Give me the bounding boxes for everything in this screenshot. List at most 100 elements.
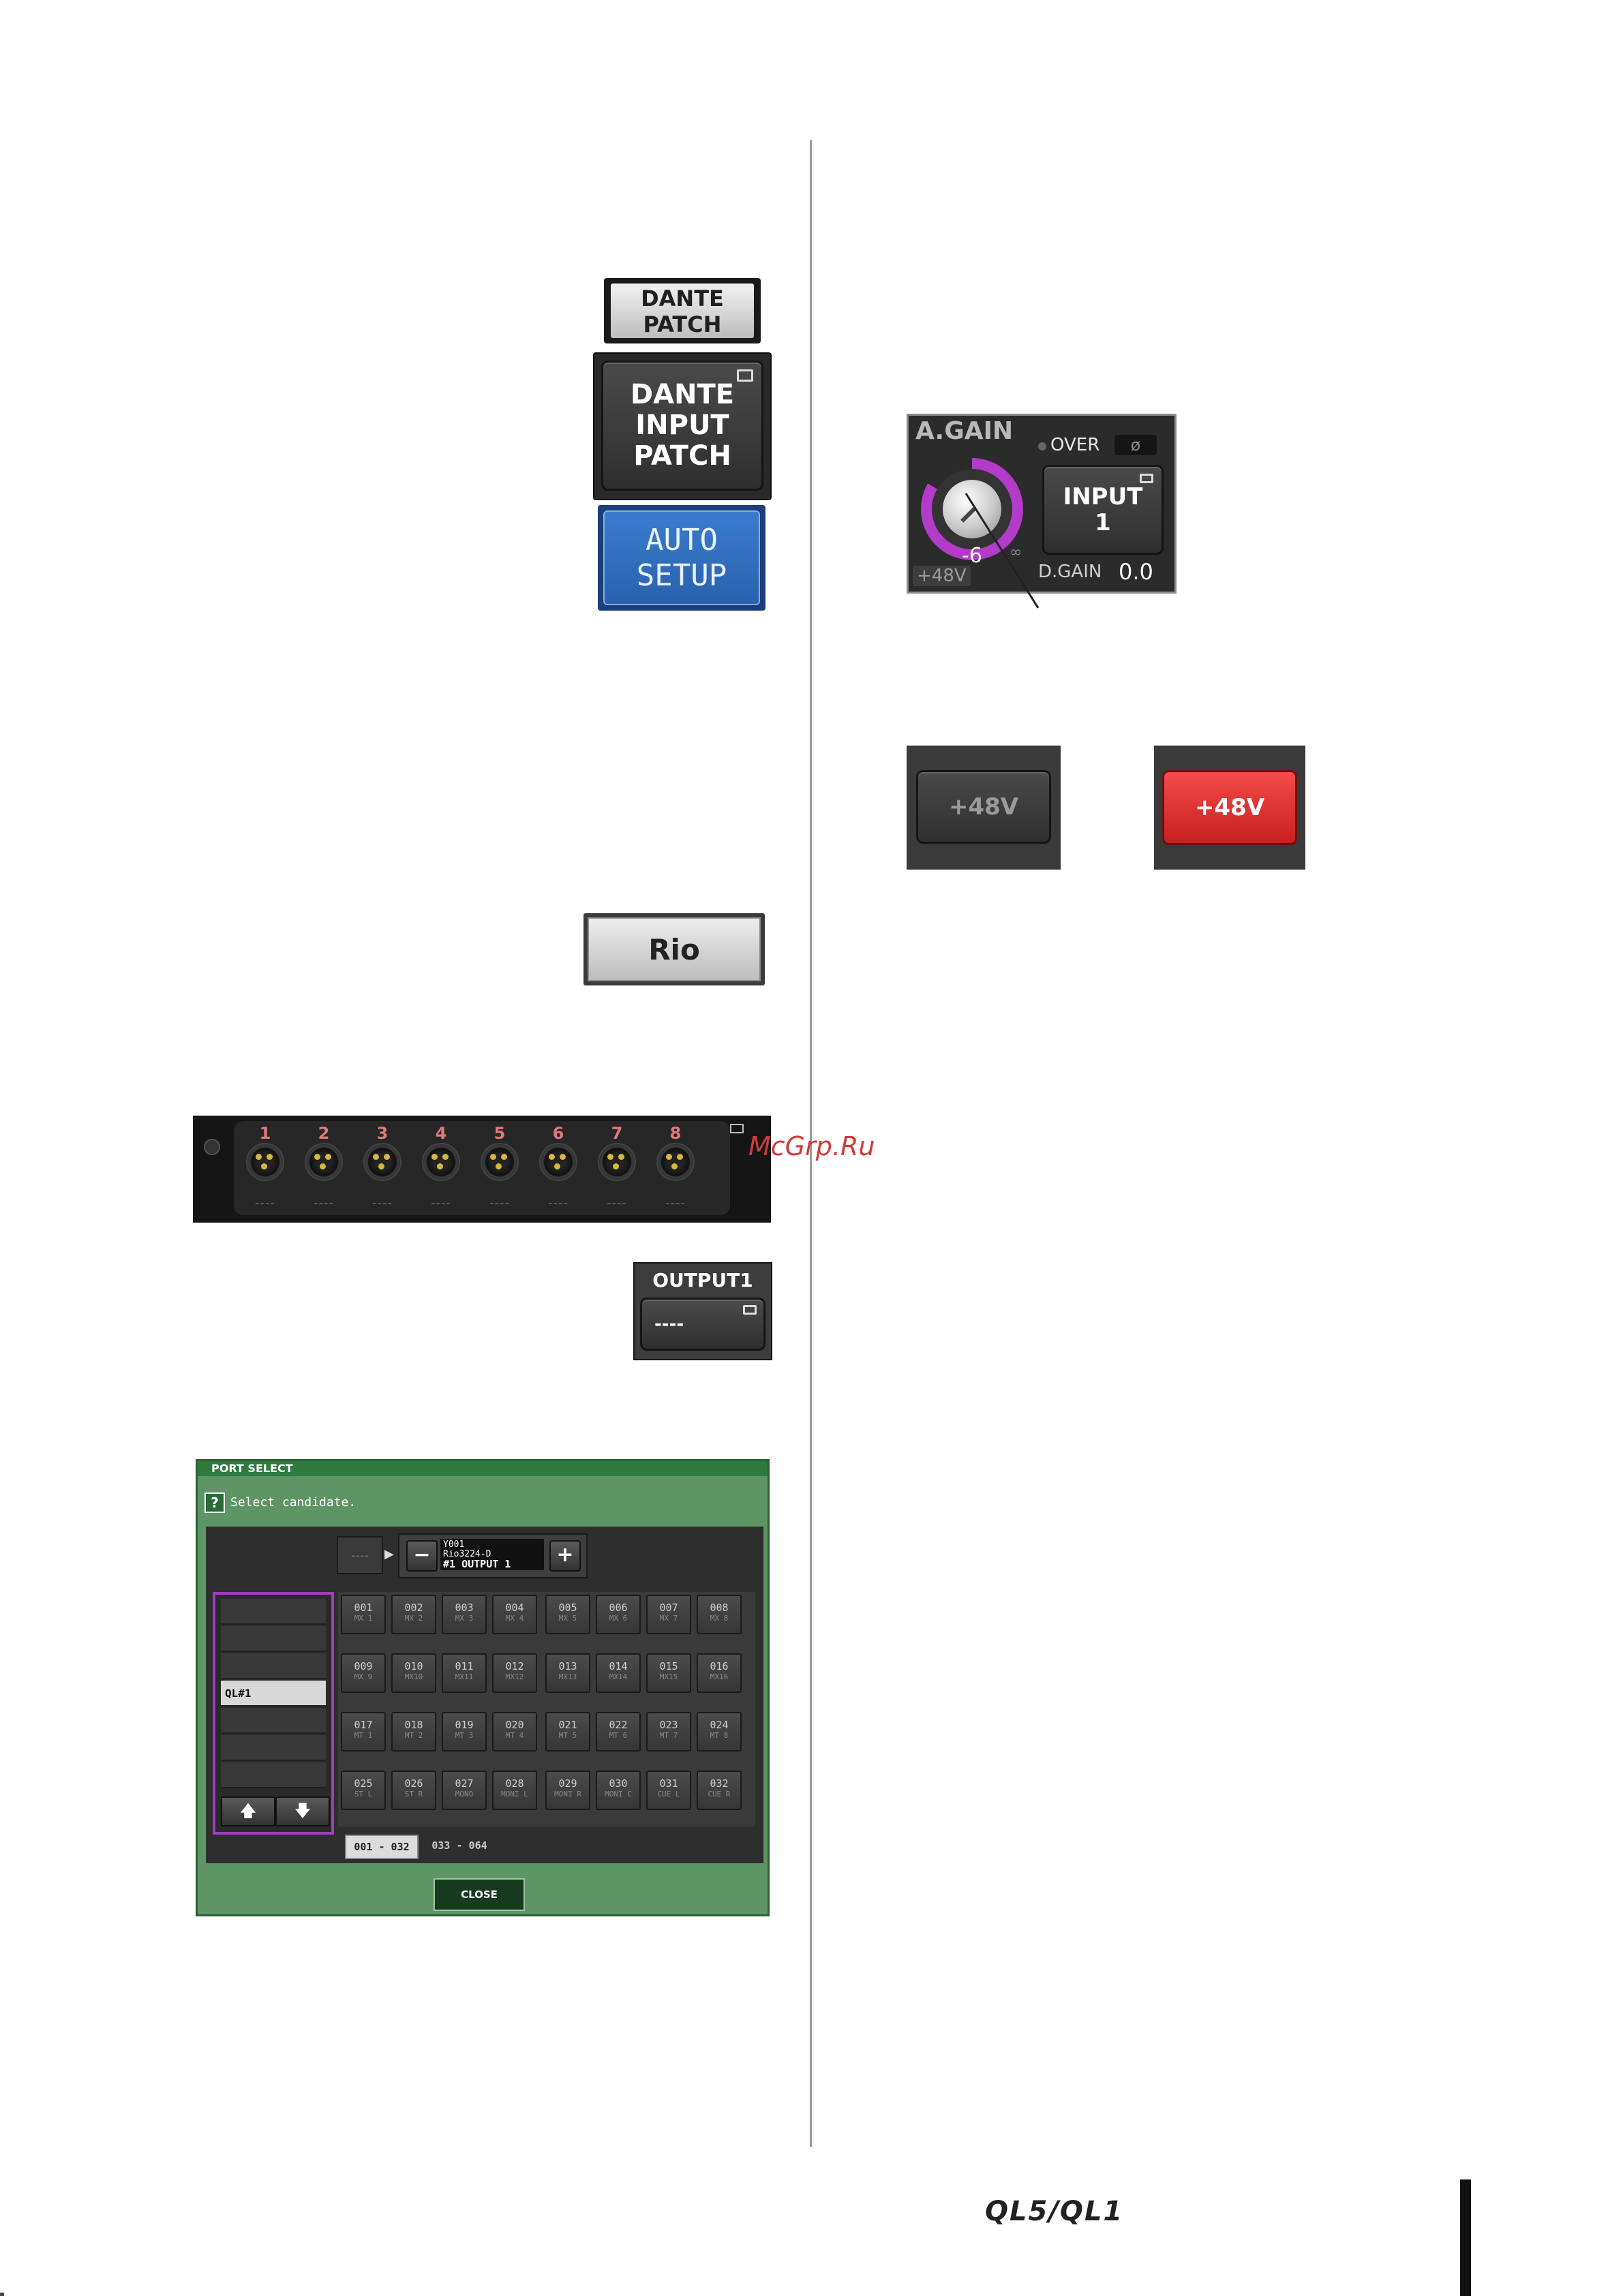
output1-patch-button[interactable]: ----: [640, 1298, 765, 1351]
xlr-number: 4: [435, 1124, 447, 1143]
xlr-output-1[interactable]: 1 ----: [245, 1124, 286, 1210]
tab-033-064[interactable]: 033 - 064: [424, 1835, 495, 1856]
list-item[interactable]: [221, 1626, 326, 1652]
xlr-output-4[interactable]: 4 ----: [421, 1124, 461, 1210]
xlr-patch-name: ----: [314, 1196, 334, 1210]
port-label: MX 7: [659, 1614, 678, 1623]
phase-button[interactable]: ø: [1114, 435, 1157, 455]
list-item[interactable]: [221, 1762, 326, 1788]
port-number: 010: [404, 1660, 423, 1672]
port-number: 007: [659, 1602, 678, 1614]
port-number: 020: [505, 1719, 524, 1731]
popup-icon: [737, 369, 753, 382]
close-button[interactable]: CLOSE: [434, 1878, 525, 1911]
scroll-down-button[interactable]: 🡇: [275, 1796, 330, 1826]
phantom-off-panel: +48V: [907, 746, 1061, 870]
selected-port-line2: Rio3224-D: [443, 1549, 491, 1559]
list-item[interactable]: [221, 1599, 326, 1625]
input-channel-line1: INPUT: [1063, 483, 1143, 510]
port-select-dialog: PORT SELECT ? Select candidate. ---- ▶ −…: [196, 1459, 770, 1916]
phantom-on-button[interactable]: +48V: [1162, 770, 1297, 845]
output1-value: ----: [654, 1314, 684, 1334]
xlr-number: 7: [611, 1124, 623, 1143]
current-port-display: ----: [337, 1536, 383, 1574]
auto-setup-line2: SETUP: [636, 557, 727, 593]
xlr-output-8[interactable]: 8 ----: [655, 1124, 696, 1210]
auto-setup-button[interactable]: AUTO SETUP: [598, 505, 765, 611]
minus-button[interactable]: −: [406, 1540, 438, 1572]
port-number: 016: [710, 1660, 729, 1672]
dante-patch-button[interactable]: DANTE PATCH: [604, 278, 761, 343]
again-label: A.GAIN: [915, 417, 1014, 445]
dgain-value: 0.0: [1119, 559, 1153, 585]
dante-patch-label-line2: PATCH: [643, 311, 722, 337]
port-label: MX11: [455, 1672, 474, 1681]
port-label: MT 7: [659, 1731, 678, 1740]
scroll-up-button[interactable]: 🡅: [221, 1796, 275, 1826]
phantom-off-button[interactable]: +48V: [916, 770, 1051, 844]
port-label: MT 2: [404, 1731, 423, 1740]
gain-knob[interactable]: [921, 458, 1023, 560]
help-icon[interactable]: ?: [204, 1493, 225, 1513]
phantom-on-panel: +48V: [1154, 746, 1305, 870]
xlr-output-6[interactable]: 6 ----: [538, 1124, 579, 1210]
port-number: 001: [354, 1602, 373, 1614]
xlr-output-2[interactable]: 2 ----: [303, 1124, 344, 1210]
port-number: 006: [609, 1602, 628, 1614]
over-label: OVER: [1050, 435, 1100, 455]
rio-button[interactable]: Rio: [583, 913, 765, 985]
list-item[interactable]: [221, 1735, 326, 1761]
list-item[interactable]: [221, 1653, 326, 1679]
port-number: 008: [710, 1602, 729, 1614]
xlr-number: 2: [318, 1124, 330, 1143]
list-item-selected[interactable]: QL#1: [221, 1681, 326, 1706]
port-number: 012: [505, 1660, 524, 1672]
input-channel-button[interactable]: INPUT 1: [1042, 465, 1164, 555]
port-number: 017: [354, 1719, 373, 1731]
dante-input-patch-button[interactable]: DANTE INPUT PATCH: [601, 361, 763, 491]
xlr-patch-name: ----: [255, 1196, 275, 1210]
dialog-title: PORT SELECT: [198, 1461, 768, 1476]
tab-001-032[interactable]: 001 - 032: [345, 1835, 419, 1859]
plus-button[interactable]: +: [549, 1540, 581, 1572]
xlr-output-7[interactable]: 7 ----: [596, 1124, 637, 1210]
port-label: MT 4: [505, 1731, 524, 1740]
xlr-connector-icon: [305, 1143, 343, 1181]
xlr-connector-icon: [656, 1143, 695, 1181]
xlr-output-5[interactable]: 5 ----: [479, 1124, 520, 1210]
list-item[interactable]: [221, 1708, 326, 1734]
xlr-output-3[interactable]: 3 ----: [362, 1124, 403, 1210]
